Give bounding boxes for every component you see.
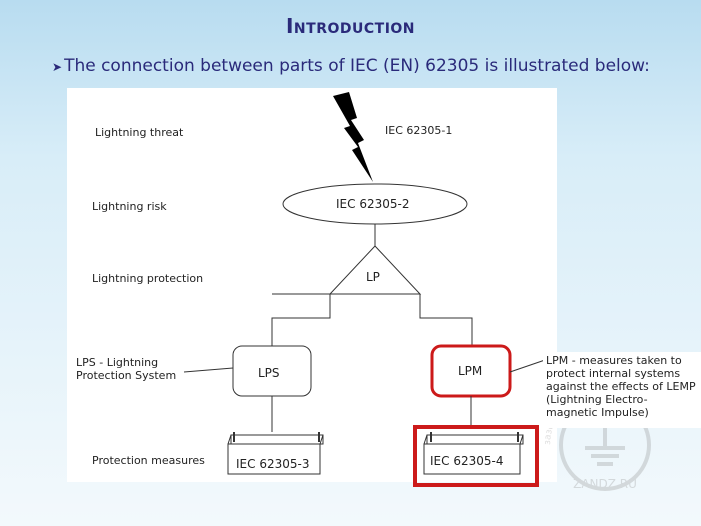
diagram-panel bbox=[67, 88, 557, 482]
label-lps-system: LPS - Lightning Protection System bbox=[76, 356, 177, 382]
label-lightning-risk: Lightning risk bbox=[92, 200, 167, 213]
iec4-box bbox=[413, 425, 539, 487]
node-iec-62305-4: IEC 62305-4 bbox=[430, 454, 504, 468]
slide-title: Introduction bbox=[285, 14, 416, 38]
label-lightning-threat: Lightning threat bbox=[95, 126, 184, 139]
label-protection-measures: Protection measures bbox=[92, 454, 205, 467]
node-lp: LP bbox=[366, 270, 380, 284]
node-iec-62305-3: IEC 62305-3 bbox=[236, 457, 310, 471]
label-lightning-protection: Lightning protection bbox=[92, 272, 204, 285]
iec3-box bbox=[227, 432, 324, 475]
node-iec-62305-1: IEC 62305-1 bbox=[385, 124, 453, 137]
lightning-bolt-icon bbox=[333, 92, 373, 182]
node-lpm: LPM bbox=[458, 364, 483, 378]
slide-subtitle: ➤The connection between parts of IEC (EN… bbox=[52, 56, 650, 76]
bullet-arrow-icon: ➤ bbox=[52, 60, 63, 74]
node-iec-62305-2: IEC 62305-2 bbox=[336, 197, 410, 211]
node-lps: LPS bbox=[258, 366, 280, 380]
lp-triangle bbox=[328, 245, 422, 295]
lpm-callout: LPM - measures taken to protect internal… bbox=[543, 352, 701, 428]
subtitle-text: The connection between parts of IEC (EN)… bbox=[64, 56, 650, 76]
